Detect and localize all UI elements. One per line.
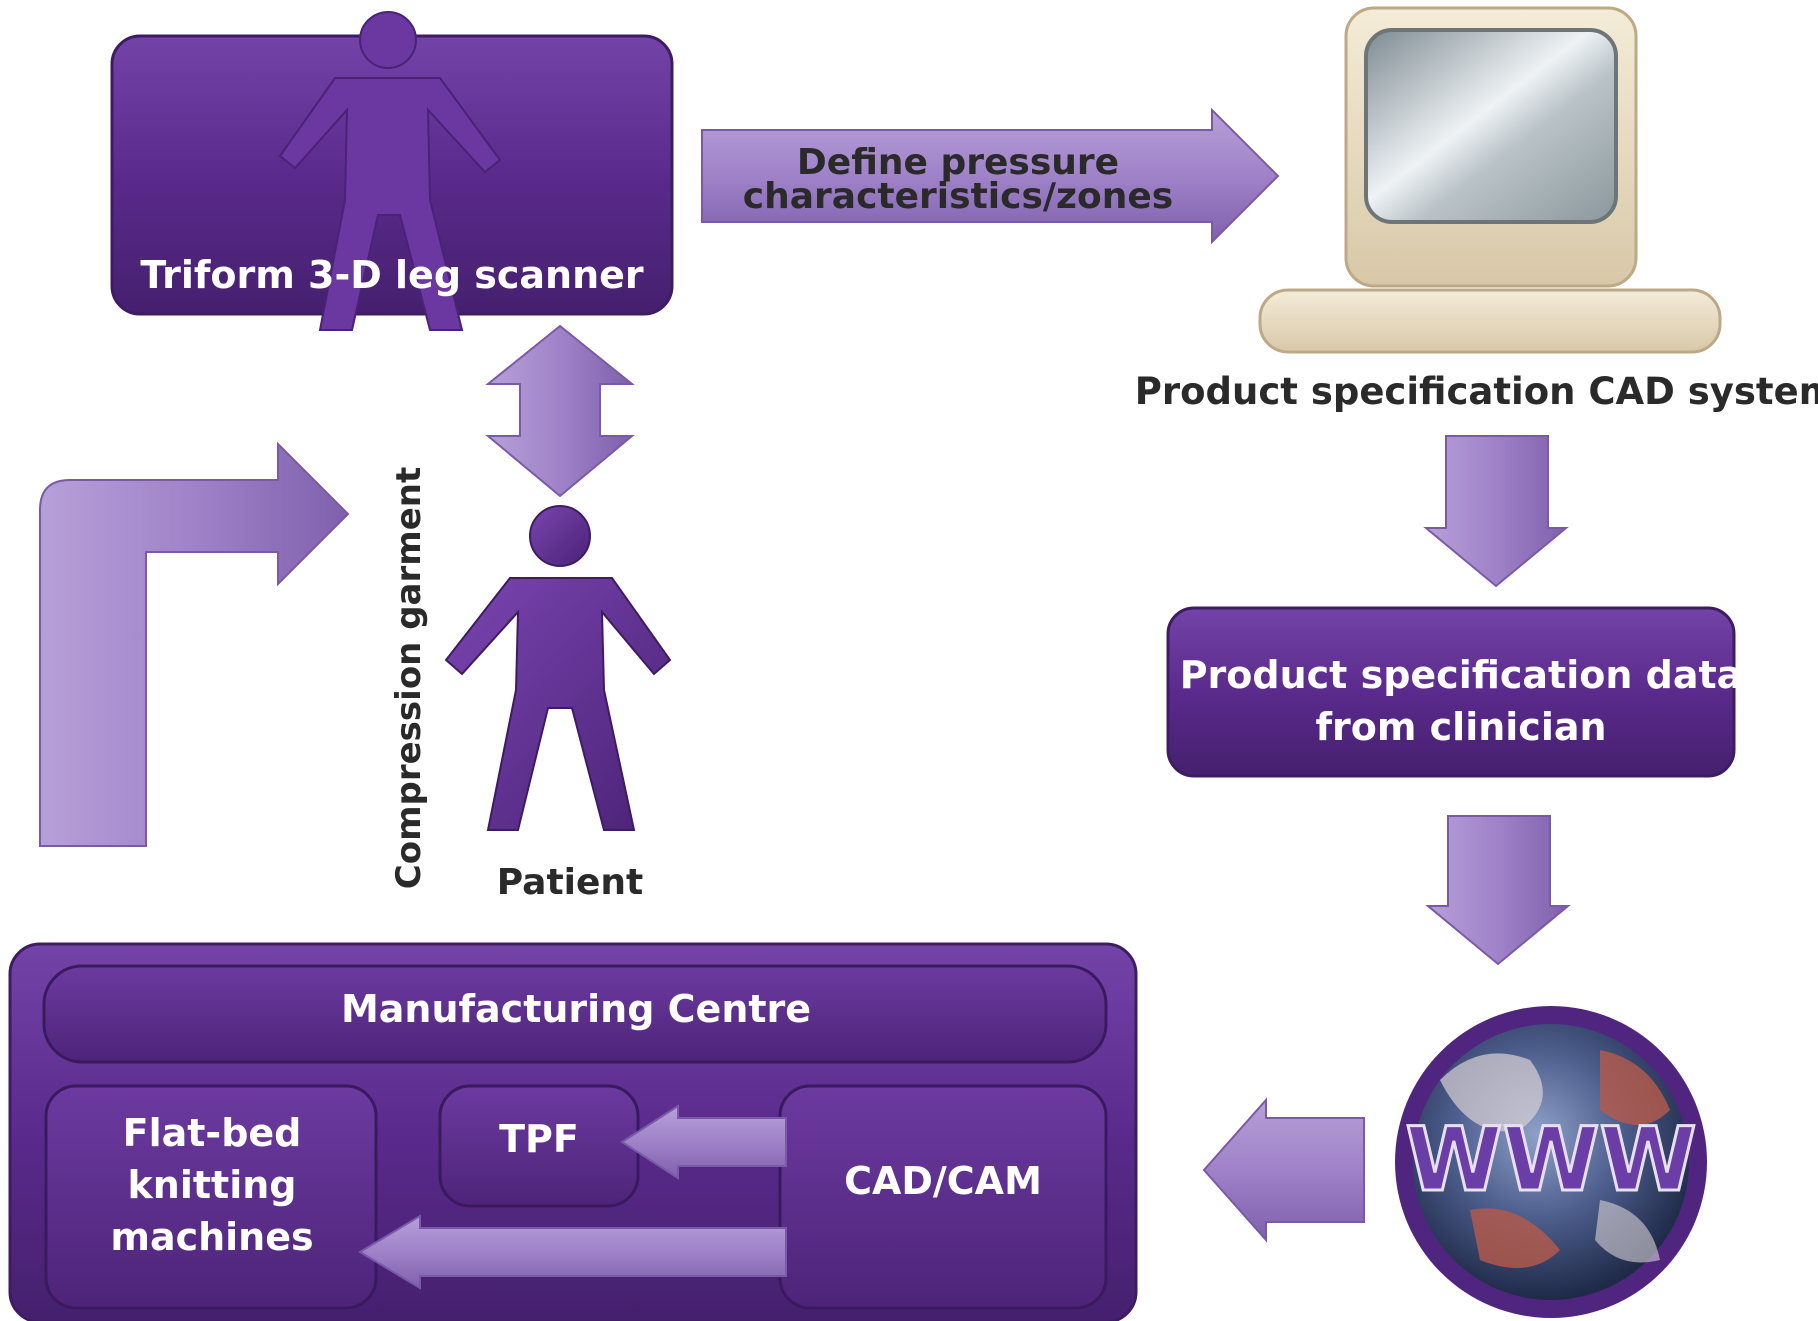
arrow-left-www (1202, 1097, 1365, 1243)
www-label: WWW (1405, 1108, 1696, 1211)
arrow-cadcam-to-knitting (358, 1214, 787, 1290)
knitting-label-1: Flat-bed (123, 1111, 302, 1155)
computer-icon (1258, 6, 1722, 354)
spec-data-label-2: from clinician (1315, 705, 1606, 749)
patient-label: Patient (497, 862, 644, 903)
cadcam-box (778, 1084, 1108, 1310)
tpf-label: TPF (499, 1117, 579, 1161)
arrow-elbow-up-right (39, 441, 350, 847)
manufacturing-centre-box: Manufacturing Centre Flat-bed knitting m… (8, 942, 1138, 1321)
arrow-double-vertical (485, 324, 635, 498)
scanner-box: Triform 3-D leg scanner (110, 11, 674, 331)
knitting-label-2: knitting (128, 1163, 297, 1207)
arrow-define-label-1: Define pressure (797, 142, 1119, 183)
knitting-label-3: machines (110, 1215, 313, 1259)
www-globe-icon: WWW (1395, 1006, 1707, 1318)
compression-garment-label: Compression garment (389, 467, 429, 889)
cadcam-label: CAD/CAM (844, 1159, 1042, 1203)
arrow-down-2 (1425, 815, 1571, 966)
cad-system-label: Product specification CAD system (1135, 370, 1818, 413)
scanner-label: Triform 3-D leg scanner (140, 253, 644, 297)
patient-person-icon (444, 505, 672, 831)
arrow-down-1 (1423, 435, 1569, 588)
arrow-define-label-2: characteristics/zones (743, 176, 1173, 217)
scanner-person-icon (278, 11, 502, 331)
arrow-cadcam-to-tpf (620, 1104, 787, 1180)
manufacturing-centre-label: Manufacturing Centre (341, 987, 811, 1031)
knitting-box (44, 1084, 378, 1310)
arrow-define-pressure: Define pressure characteristics/zones (701, 107, 1280, 245)
spec-data-label-1: Product specification data (1180, 653, 1743, 697)
spec-data-box: Product specification data from clinicia… (1166, 606, 1743, 778)
